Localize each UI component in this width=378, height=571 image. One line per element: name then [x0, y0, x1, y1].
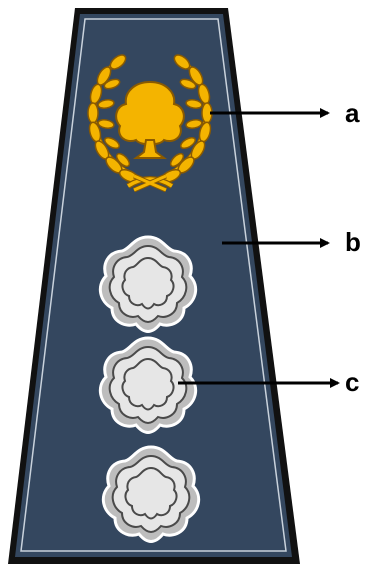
laurel-wreath-emblem-icon	[87, 54, 213, 193]
board-inner-border	[20, 18, 287, 552]
rosette-star-icon	[101, 445, 201, 543]
callout-label-a: a	[345, 98, 360, 128]
callout-label-b: b	[345, 227, 361, 257]
tree-icon	[115, 80, 185, 159]
callout-label-c: c	[345, 367, 359, 397]
rosette-star-icon	[98, 336, 198, 434]
rosette-star-icon	[98, 235, 198, 333]
